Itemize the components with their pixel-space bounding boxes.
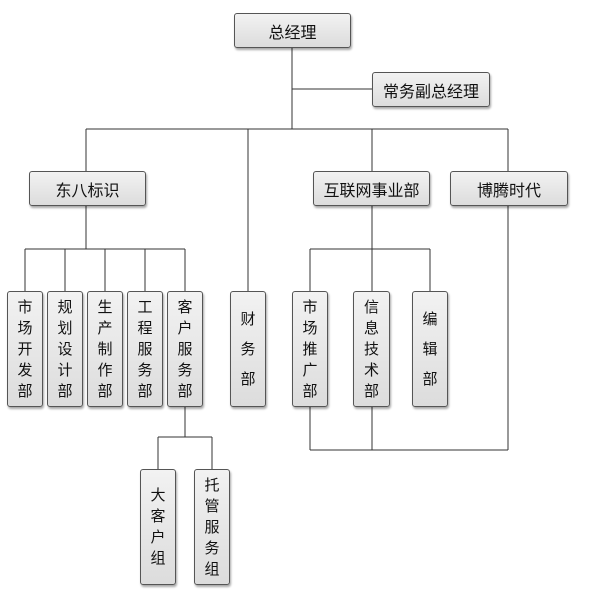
dongba-label: 东八标识 <box>55 180 120 200</box>
dept-it: 信息技术部 <box>353 291 390 407</box>
dept-planning: 规划设计部 <box>47 291 83 407</box>
deputy-gm-box: 常务副总经理 <box>372 72 490 107</box>
dept-engineering: 工程服务部 <box>127 291 163 407</box>
dept-editorial: 编辑部 <box>412 291 448 407</box>
dept-finance-label: 财务部 <box>240 310 256 388</box>
dept-customer-service-label: 客户服务部 <box>177 297 193 400</box>
dept-market-dev: 市场开发部 <box>7 291 43 407</box>
dept-customer-service: 客户服务部 <box>167 291 203 407</box>
boteng-label: 博腾时代 <box>476 180 541 200</box>
dept-market-dev-label: 市场开发部 <box>17 297 33 400</box>
dept-finance: 财务部 <box>230 291 266 407</box>
group-hosting: 托管服务组 <box>194 469 230 585</box>
dept-market-promo-label: 市场推广部 <box>302 297 318 400</box>
dept-production: 生产制作部 <box>87 291 123 407</box>
general-manager-label: 总经理 <box>268 22 317 42</box>
group-key-accounts: 大客户组 <box>140 469 176 585</box>
internet-division-box: 互联网事业部 <box>313 171 430 206</box>
general-manager-box: 总经理 <box>234 13 351 48</box>
dept-planning-label: 规划设计部 <box>57 297 73 400</box>
dept-production-label: 生产制作部 <box>97 297 113 400</box>
dept-engineering-label: 工程服务部 <box>137 297 153 400</box>
internet-division-label: 互联网事业部 <box>323 180 420 200</box>
dept-it-label: 信息技术部 <box>364 297 380 400</box>
group-key-accounts-label: 大客户组 <box>150 486 166 567</box>
dongba-box: 东八标识 <box>29 171 146 206</box>
dept-market-promo: 市场推广部 <box>292 291 328 407</box>
boteng-box: 博腾时代 <box>450 171 568 206</box>
dept-editorial-label: 编辑部 <box>422 310 438 388</box>
group-hosting-label: 托管服务组 <box>204 475 220 578</box>
deputy-gm-label: 常务副总经理 <box>382 81 479 101</box>
